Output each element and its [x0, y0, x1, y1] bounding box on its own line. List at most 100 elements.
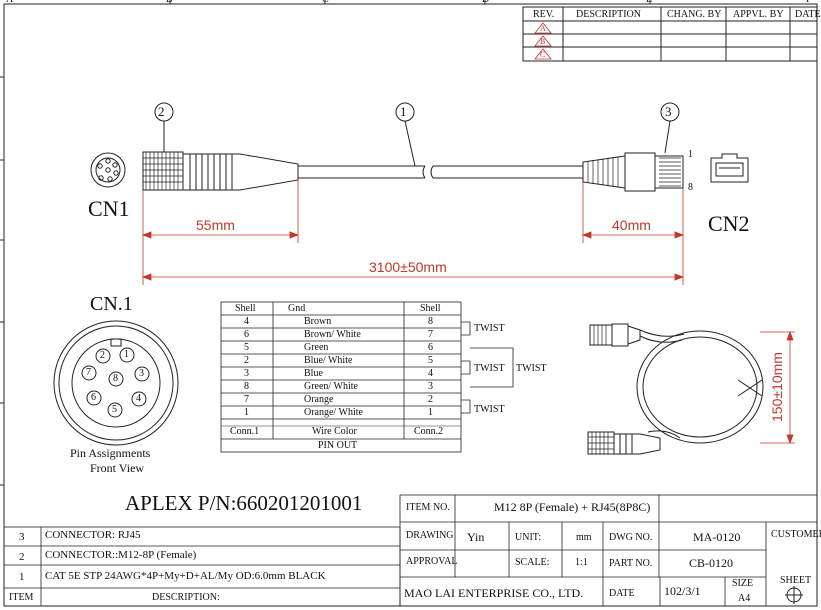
cn1-pin-face — [53, 320, 179, 446]
approval-label: APPROVAL — [406, 556, 458, 567]
date-value: 102/3/1 — [664, 584, 701, 598]
rev-a: A — [540, 24, 546, 33]
pinout-row-5-right: 4 — [428, 368, 433, 379]
pin-2-label: 2 — [100, 350, 105, 361]
date-header: DATE — [795, 9, 821, 20]
unit-value: mm — [576, 532, 592, 543]
rj45-end-face — [710, 153, 749, 183]
pin-8-label: 8 — [113, 373, 118, 384]
company-name: MAO LAI ENTERPRISE CO., LTD. — [404, 586, 584, 600]
pinout-row-2-right: 7 — [428, 329, 433, 340]
pinout-row-5-color: Blue — [304, 368, 323, 379]
bom-item-2: 2 — [19, 551, 25, 563]
revision-triangles — [534, 22, 552, 60]
rev-header: REV. — [533, 9, 555, 20]
pinout-row-4-color: Blue/ White — [304, 355, 353, 366]
bom-item-3: 3 — [19, 531, 25, 543]
pinout-header-shell-right: Shell — [420, 303, 441, 314]
bom-desc-2: CONNECTOR::M12-8P (Female) — [45, 549, 197, 561]
callout-1-label: 1 — [400, 104, 407, 119]
bom-desc-1: CAT 5E STP 24AWG*4P+My+D+AL/My OD:6.0mm … — [45, 570, 326, 582]
pinout-row-5-left: 3 — [244, 368, 249, 379]
m12-connector — [142, 151, 299, 191]
dim-40mm: 40mm — [612, 217, 651, 233]
cn1-view-title: CN.1 — [90, 293, 133, 315]
pinout-row-1-left: 4 — [244, 316, 249, 327]
revision-table-grid — [522, 6, 818, 62]
pin-4-label: 4 — [136, 393, 141, 404]
cn2-label: CN2 — [708, 211, 750, 236]
scale-value: 1:1 — [575, 557, 588, 568]
pinout-row-6-right: 3 — [428, 381, 433, 392]
pinout-row-1-color: Brown — [304, 316, 332, 327]
frame-ticks — [0, 0, 651, 486]
pinout-row-7-left: 7 — [244, 394, 249, 405]
twist-label-4: TWIST — [474, 404, 505, 415]
frame-letter-d: D — [482, 0, 489, 5]
item-no-label: ITEM NO. — [406, 502, 450, 513]
changed-by-header: CHANG. BY — [667, 9, 722, 20]
pin-caption-1: Pin Assignments — [70, 446, 151, 460]
dwg-no-label: DWG NO. — [609, 532, 653, 543]
approved-by-header: APPVL. BY — [733, 9, 784, 20]
size-label: SIZE — [732, 578, 754, 589]
sheet-label: SHEET — [780, 575, 812, 586]
item-no-value: M12 8P (Female) + RJ45(8P8C) — [494, 500, 651, 514]
bom-table-grid — [3, 526, 401, 607]
twist-label-2: TWIST — [474, 363, 505, 374]
scale-label: SCALE: — [515, 557, 550, 568]
pinout-row-7-color: Orange — [304, 394, 334, 405]
rj45-pin-8-label: 8 — [688, 182, 693, 193]
twist-label-3: TWIST — [516, 363, 547, 374]
pin-7-label: 7 — [86, 367, 91, 378]
rj45-plug — [582, 152, 684, 192]
bom-item-1: 1 — [19, 571, 25, 583]
twist-brackets — [461, 321, 514, 414]
cn1-pin-holes — [81, 347, 150, 418]
coil-dimension: 150±10mm — [768, 352, 785, 422]
pinout-header-gnd: Gnd — [288, 303, 306, 314]
pinout-row-1-right: 8 — [428, 316, 433, 327]
drawing-value: Yin — [467, 530, 485, 544]
coil-rj45 — [589, 323, 641, 347]
pinout-row-8-right: 1 — [428, 407, 433, 418]
dim-total-length: 3100±50mm — [369, 259, 447, 275]
rev-c: C — [540, 50, 546, 59]
pinout-row-6-left: 8 — [244, 381, 249, 392]
size-value: A4 — [738, 593, 751, 604]
coiled-cable — [636, 329, 764, 444]
dimension-lines — [141, 180, 795, 445]
part-no-value: CB-0120 — [689, 556, 734, 570]
pinout-row-3-color: Green — [304, 342, 329, 353]
pinout-row-4-left: 2 — [244, 355, 249, 366]
callout-2-label: 2 — [158, 104, 165, 119]
callout-3-label: 3 — [665, 104, 672, 119]
coil-m12 — [587, 431, 661, 455]
bom-footer-description: DESCRIPTION: — [152, 592, 220, 603]
drawing-label: DRAWING — [406, 530, 454, 541]
frame-letter-e: E — [646, 0, 652, 5]
callouts — [154, 102, 680, 167]
frame-letter-a: A — [6, 0, 13, 5]
part-no-label: PART NO. — [609, 558, 653, 569]
pinout-footer-wire-color: Wire Color — [312, 426, 357, 437]
bom-footer-item: ITEM — [9, 592, 34, 603]
pinout-footer-conn2: Conn.2 — [414, 426, 444, 437]
cable — [298, 165, 583, 179]
cn1-label: CN1 — [88, 196, 130, 221]
pinout-row-6-color: Green/ White — [304, 381, 358, 392]
dwg-no-value: MA-0120 — [693, 530, 741, 544]
pinout-footer-conn1: Conn.1 — [230, 426, 260, 437]
unit-label: UNIT: — [515, 532, 542, 543]
pinout-row-8-color: Orange/ White — [304, 407, 363, 418]
pinout-row-4-right: 5 — [428, 355, 433, 366]
pin-6-label: 6 — [91, 392, 96, 403]
twist-label-1: TWIST — [474, 323, 505, 334]
pinout-table-grid — [220, 301, 462, 453]
pinout-header-shell-left: Shell — [235, 303, 256, 314]
pinout-title: PIN OUT — [318, 440, 358, 451]
projection-symbol — [785, 586, 803, 604]
dim-55mm: 55mm — [196, 217, 235, 233]
pin-caption-2: Front View — [90, 461, 145, 475]
